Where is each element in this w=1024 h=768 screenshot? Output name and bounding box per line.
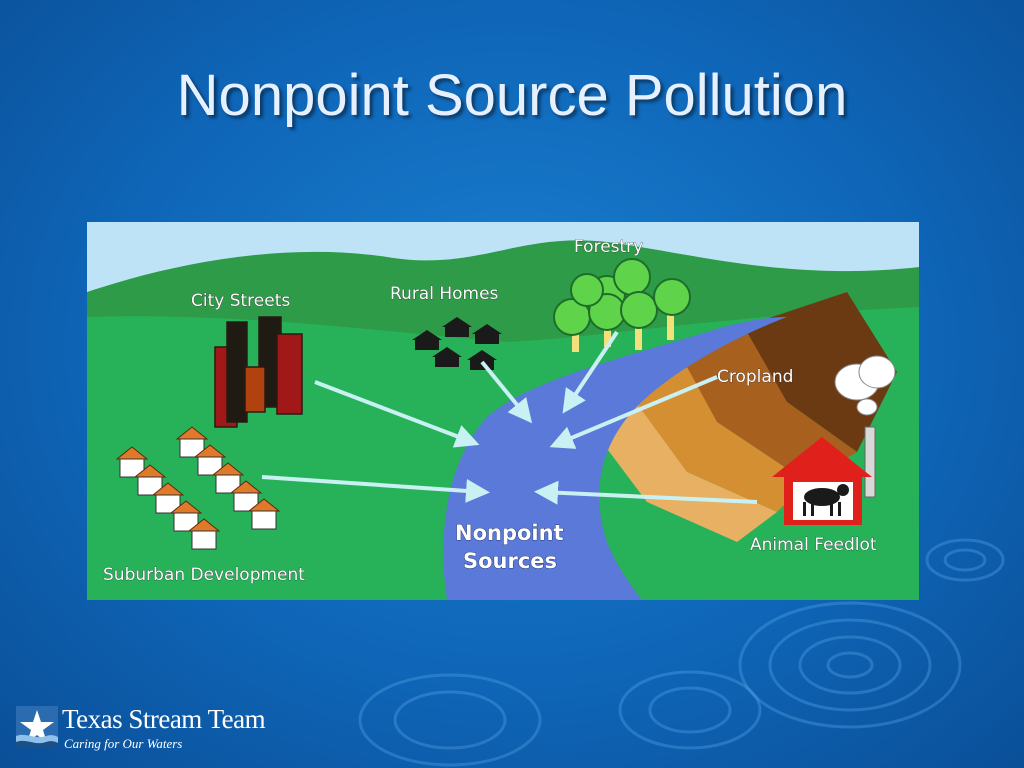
label-rural-homes: Rural Homes [390, 284, 499, 304]
building-icon [214, 316, 303, 428]
label-sources: Sources [463, 549, 557, 573]
slide-title: Nonpoint Source Pollution [176, 63, 848, 128]
house-icon [412, 317, 502, 370]
label-city-streets: City Streets [191, 291, 290, 311]
barn-cow-icon [772, 355, 896, 525]
tree-icon [553, 258, 691, 352]
texas-stream-team-logo: Texas Stream Team Caring for Our Waters [16, 704, 316, 760]
cropland-field [587, 292, 897, 542]
pollution-diagram: Forestry City Streets Rural Homes Cropla… [87, 222, 919, 600]
label-cropland: Cropland [717, 367, 793, 387]
logo-name: Texas Stream Team [62, 704, 266, 734]
river [443, 317, 787, 600]
label-suburban-development: Suburban Development [103, 565, 305, 585]
logo-tagline: Caring for Our Waters [64, 736, 183, 751]
label-animal-feedlot: Animal Feedlot [750, 535, 877, 555]
house-row-icon [115, 426, 281, 550]
star-wave-icon [16, 706, 58, 748]
label-forestry: Forestry [574, 237, 643, 257]
flow-arrows [261, 330, 758, 505]
label-nonpoint: Nonpoint [455, 521, 564, 545]
